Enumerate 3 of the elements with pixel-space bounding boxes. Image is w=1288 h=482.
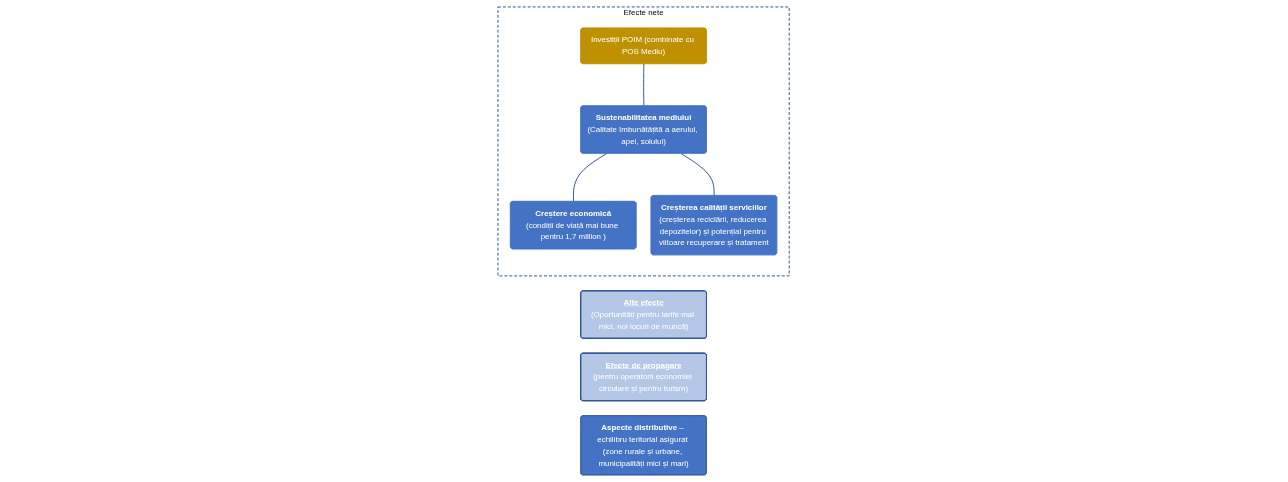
connector	[681, 153, 716, 197]
connector	[573, 153, 608, 203]
connector	[643, 63, 645, 107]
